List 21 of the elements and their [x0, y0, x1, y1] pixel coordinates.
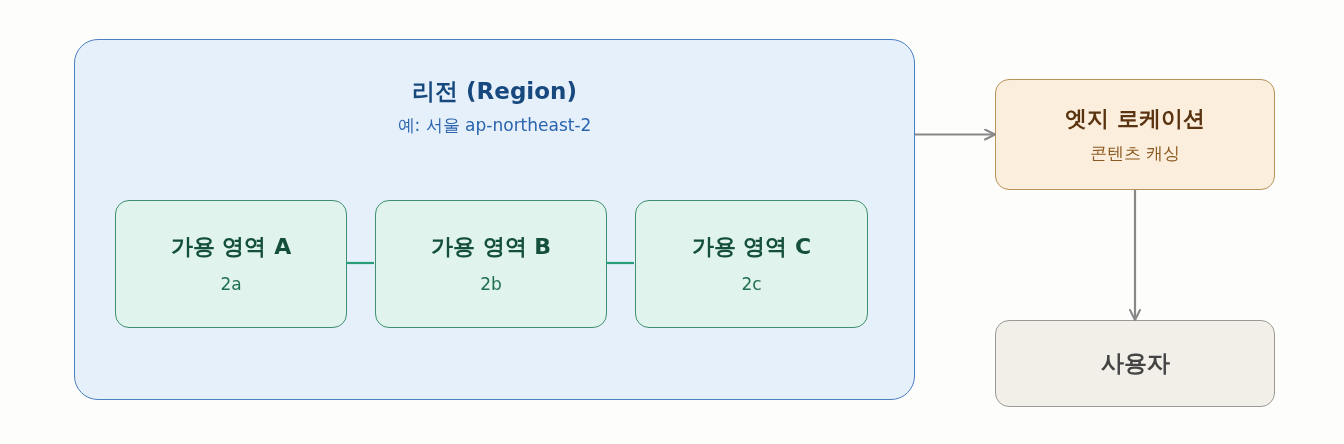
node-title: 엣지 로케이션 — [1065, 106, 1205, 133]
node-title: 가용 영역 A — [170, 233, 292, 260]
node-subtitle: 콘텐츠 캐싱 — [1089, 142, 1181, 163]
node-title: 가용 영역 B — [430, 233, 552, 260]
edge-location-box — [995, 79, 1275, 190]
arrow — [1129, 190, 1141, 321]
node-title: 가용 영역 C — [691, 233, 812, 260]
zone-box — [115, 200, 347, 328]
user-box — [995, 320, 1275, 407]
node-subtitle: 2a — [220, 274, 242, 295]
node-title: 리전 (Region) — [412, 78, 577, 106]
connector-line — [346, 261, 374, 265]
node-subtitle: 2b — [480, 274, 502, 295]
node-subtitle: 2c — [741, 274, 762, 295]
region-box — [74, 39, 915, 400]
zone-box — [635, 200, 868, 328]
connector-line — [606, 261, 634, 265]
zone-box — [375, 200, 607, 328]
node-title: 사용자 — [1100, 349, 1170, 378]
arrow — [915, 128, 996, 141]
node-subtitle: 예: 서울 ap-northeast-2 — [397, 114, 592, 135]
